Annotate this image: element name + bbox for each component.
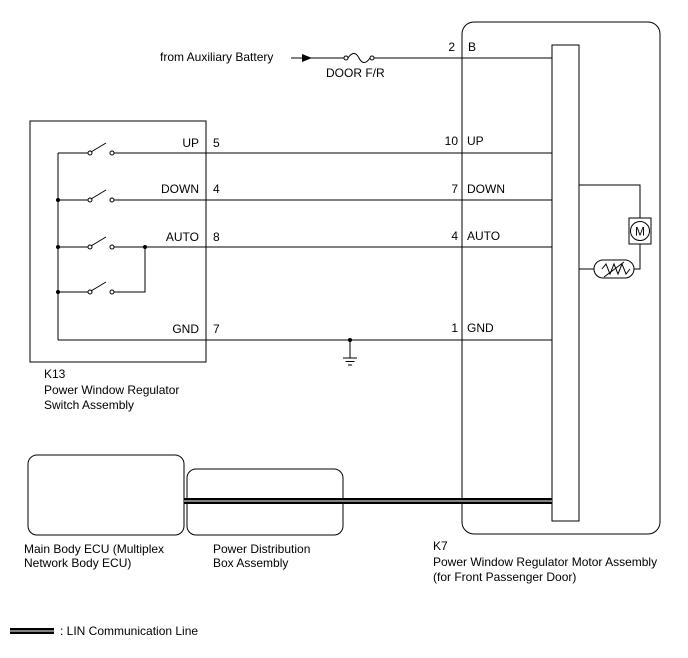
motor-terminal-down: DOWN [467,182,505,196]
motor-assembly-inner-block [551,44,580,522]
motor-terminal-up: UP [467,134,484,148]
motor-internal-wire-bottom [634,244,641,270]
motor-pin-down: 7 [451,182,458,196]
power-distribution-label-2: Box Assembly [213,556,288,570]
motor-symbol [630,221,650,241]
fuse-terminal-left [343,55,349,61]
switch-assembly-name-1: Power Window Regulator [44,383,179,397]
legend-label: : LIN Communication Line [60,624,198,638]
motor-assembly-name-1: Power Window Regulator Motor Assembly [433,555,657,569]
switch-pin-gnd: 7 [213,322,220,336]
main-body-ecu-label-1: Main Body ECU (Multiplex [24,542,164,556]
switch-down-contact [109,197,115,203]
motor-assembly-name-2: (for Front Passenger Door) [433,570,576,584]
fuse-terminal-right [369,55,375,61]
motor-symbol-label: M [635,225,645,239]
motor-terminal-auto: AUTO [467,229,500,243]
battery-arrow-icon [302,54,312,62]
motor-connector-code: K7 [433,539,448,553]
power-distribution-label-1: Power Distribution [213,542,310,556]
switch-connector-code: K13 [44,367,66,381]
fuse-icon [347,53,371,63]
switch-auto-contact [109,244,115,250]
battery-source-label: from Auxiliary Battery [160,50,273,64]
motor-internal-wire [579,184,641,218]
switch-down-blade [90,189,107,200]
switch-auto2-blade [90,281,107,292]
thermistor-zigzag [601,262,631,276]
switch-pin-up: 5 [213,136,220,150]
junction-dot [143,245,147,249]
motor-pin-up: 10 [445,134,459,148]
switch-auto2-wire-right [114,247,146,293]
switch-pin-auto: 8 [213,230,220,244]
switch-terminal-up: UP [182,136,199,150]
motor-terminal-b: B [468,40,476,54]
thermistor-arrow [603,261,625,278]
motor-terminal-gnd: GND [467,321,494,335]
motor-pin-b: 2 [448,40,455,54]
switch-up-contact [109,150,115,156]
switch-terminal-down: DOWN [161,182,199,196]
switch-pin-down: 4 [213,182,220,196]
fuse-label: DOOR F/R [326,66,385,80]
switch-auto-blade [90,236,107,247]
motor-pin-gnd: 1 [451,321,458,335]
switch-up-blade [90,142,107,153]
switch-assembly-box [29,120,207,363]
switch-assembly-name-2: Switch Assembly [44,398,134,412]
switch-auto2-contact [109,289,115,295]
switch-terminal-auto: AUTO [166,230,199,244]
switch-terminal-gnd: GND [172,322,199,336]
motor-pin-auto: 4 [451,229,458,243]
main-body-ecu-box [27,454,185,536]
main-body-ecu-label-2: Network Body ECU) [24,556,131,570]
